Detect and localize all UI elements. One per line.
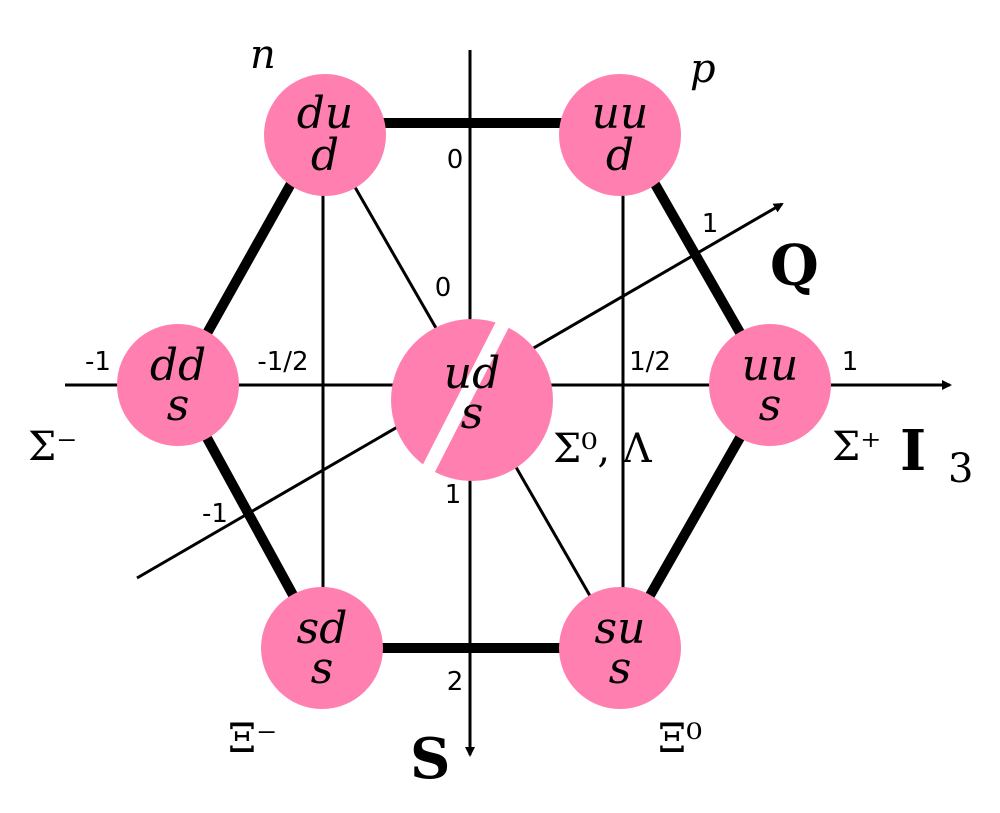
quark-label: s [461,388,484,439]
label-sigma-minus: Σ⁻ [28,424,77,470]
diagram-shape [391,319,553,481]
node-p: uu d [559,74,681,196]
node-center: ud s [391,296,553,481]
quark-label: ud [444,348,501,399]
label-p: p [690,46,716,92]
s-tick: 1 [445,480,462,510]
label-sigma0-lambda: Σ⁰, Λ [553,426,653,472]
label-n: n [250,32,276,78]
s-axis-label: S [410,726,450,792]
s-tick: 0 [447,145,464,175]
i3-tick: -1 [85,347,111,377]
node-xi-zero: su s [559,587,681,709]
quark-label: dd [150,340,206,391]
q-axis-label: Q [770,233,819,299]
node-xi-minus: sd s [261,587,383,709]
i3-tick: 1 [842,347,859,377]
label-xi-minus: Ξ⁻ [228,716,277,762]
diagram-shape [421,296,522,474]
s-tick: 2 [447,667,464,697]
quark-label: s [167,380,190,431]
quark-label: s [759,380,782,431]
diagram-shape [559,74,681,196]
quark-label: sd [297,603,348,654]
i3-tick: 1/2 [629,347,671,377]
node-n: du d [264,74,386,196]
diagram-shape [261,587,383,709]
i3-axis-subscript: 3 [948,446,973,492]
quark-label: s [311,643,334,694]
quark-label: su [595,603,646,654]
i3-tick: -1/2 [257,347,308,377]
diagram-shape [709,324,831,446]
quark-label: uu [742,340,799,391]
quark-label: s [609,643,632,694]
q-tick: 0 [435,273,452,303]
diagram-shape [559,587,681,709]
quark-label: du [297,88,354,139]
quark-label: uu [592,88,649,139]
diagram-shape [264,74,386,196]
node-sigma-minus: dd s [117,324,239,446]
diagram-shape [117,324,239,446]
q-tick: 1 [702,209,719,239]
q-tick: -1 [202,499,228,529]
label-xi-zero: Ξ⁰ [658,716,702,762]
label-sigma-plus: Σ⁺ [832,424,881,470]
node-sigma-plus: uu s [709,324,831,446]
quark-label: d [606,130,634,181]
i3-axis-label: I [900,418,926,484]
quark-label: d [311,130,339,181]
